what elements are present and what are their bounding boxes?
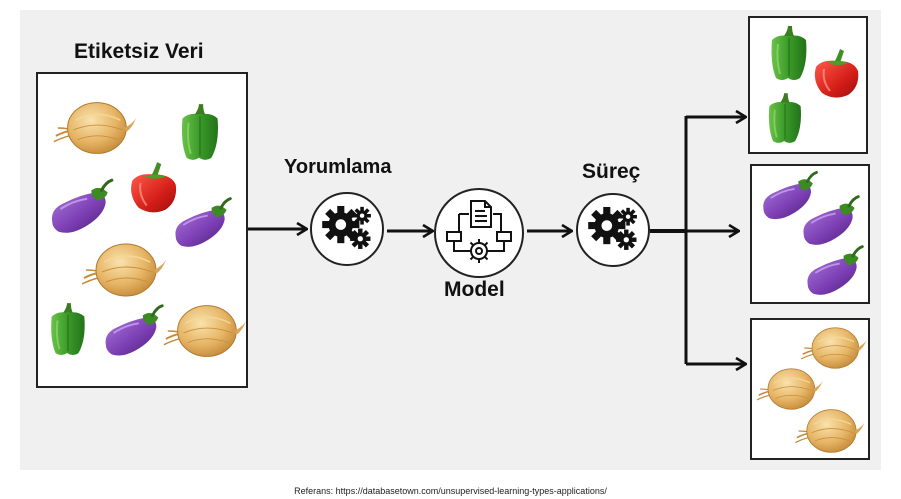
cluster-peppers-box bbox=[748, 16, 868, 154]
model-label: Model bbox=[444, 278, 505, 301]
cluster-onions-box bbox=[750, 318, 870, 460]
unlabeled-data-box bbox=[36, 72, 248, 388]
reference-text: Referans: https://databasetown.com/unsup… bbox=[294, 486, 607, 496]
interpretation-label: Yorumlama bbox=[284, 156, 392, 178]
document-flow-icon bbox=[446, 200, 512, 263]
interpretation-node bbox=[310, 192, 384, 266]
gear-icon bbox=[316, 198, 378, 260]
gear-icon bbox=[582, 199, 644, 261]
model-node bbox=[434, 188, 524, 278]
red-pepper-image bbox=[808, 46, 864, 104]
process-label: Süreç bbox=[582, 160, 641, 183]
eggplant-image bbox=[802, 244, 868, 302]
onion-image bbox=[792, 406, 866, 456]
cluster-eggplants-box bbox=[750, 164, 870, 304]
green-pepper-image bbox=[764, 24, 814, 84]
process-node bbox=[576, 193, 650, 267]
green-pepper-image bbox=[762, 90, 808, 148]
unlabeled-data-title: Etiketsiz Veri bbox=[74, 40, 204, 63]
